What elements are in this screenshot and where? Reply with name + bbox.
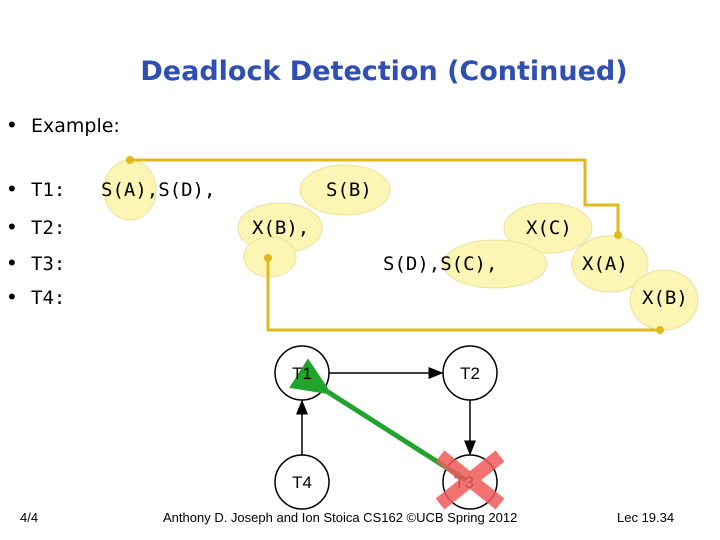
- lecture-number: Lec 19.34: [617, 510, 675, 525]
- page-number: 4/4: [20, 510, 39, 525]
- op-t1-sa-sd: S(A),S(D),: [101, 179, 216, 201]
- cross-icon: [435, 450, 505, 510]
- bullet-icon: •: [8, 176, 16, 201]
- cycle-dot: [656, 326, 664, 334]
- op-t2-xc: X(C): [526, 217, 572, 239]
- bullet-icon: •: [8, 250, 16, 275]
- thread-label-t4: T4:: [31, 287, 66, 309]
- page-title: Deadlock Detection (Continued): [140, 56, 628, 87]
- op-t3-sd-sc: S(D),S(C),: [383, 253, 498, 275]
- cycle-dot: [126, 156, 134, 164]
- cycle-dot: [264, 254, 272, 262]
- credit-line: Anthony D. Joseph and Ion Stoica CS162 ©…: [163, 510, 518, 525]
- bullet-icon: •: [8, 284, 16, 309]
- cycle-dot: [614, 231, 622, 239]
- node-label-t2: T2: [460, 364, 480, 383]
- op-t2-xb: X(B),: [252, 217, 310, 239]
- thread-label-t1: T1:: [31, 179, 66, 201]
- cycle-line-t3-t4: [266, 258, 660, 332]
- bullet-icon: •: [8, 112, 16, 137]
- highlight-t3-xa: [571, 235, 649, 293]
- node-label-t1: T1: [292, 364, 312, 383]
- highlight-t3-sc: [442, 239, 548, 289]
- op-t3-xa: X(A): [582, 253, 628, 275]
- thread-label-t3: T3:: [31, 253, 66, 275]
- highlight-t2-xc: [503, 202, 593, 254]
- example-label: Example:: [31, 115, 120, 137]
- op-t1-sb: S(B): [326, 179, 372, 201]
- node-label-t4: T4: [292, 473, 312, 492]
- bullet-icon: •: [8, 214, 16, 239]
- highlight-t1-sb: [299, 164, 391, 216]
- op-t4-xb: X(B): [642, 287, 688, 309]
- cycle-line-t1-t3: [130, 158, 620, 235]
- thread-label-t2: T2:: [31, 217, 66, 239]
